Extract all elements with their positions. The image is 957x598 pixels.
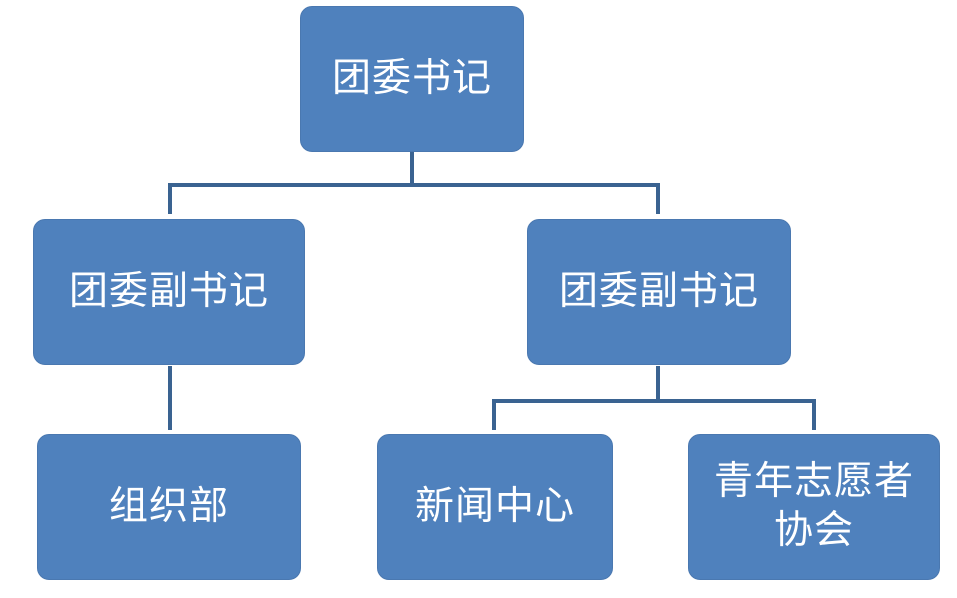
node-label: 团委副书记 bbox=[558, 268, 759, 314]
node-deputy-secretary-left: 团委副书记 bbox=[33, 219, 305, 365]
node-organization-department: 组织部 bbox=[37, 434, 301, 580]
node-news-center: 新闻中心 bbox=[377, 434, 613, 580]
connector-vice-right-to-volunteer-assoc bbox=[656, 399, 816, 430]
connector-root-to-vice-left bbox=[168, 151, 414, 214]
node-deputy-secretary-right: 团委副书记 bbox=[527, 219, 791, 365]
node-label: 组织部 bbox=[108, 483, 229, 529]
node-label: 新闻中心 bbox=[414, 483, 575, 529]
node-youth-volunteer-association: 青年志愿者协会 bbox=[688, 434, 940, 580]
node-label: 团委书记 bbox=[331, 55, 492, 101]
connector-vice-right-to-news-center bbox=[492, 366, 660, 430]
connector-root-to-vice-right bbox=[410, 183, 660, 214]
node-label: 青年志愿者协会 bbox=[713, 459, 914, 553]
node-league-secretary: 团委书记 bbox=[300, 6, 524, 152]
node-label: 团委副书记 bbox=[68, 268, 269, 314]
